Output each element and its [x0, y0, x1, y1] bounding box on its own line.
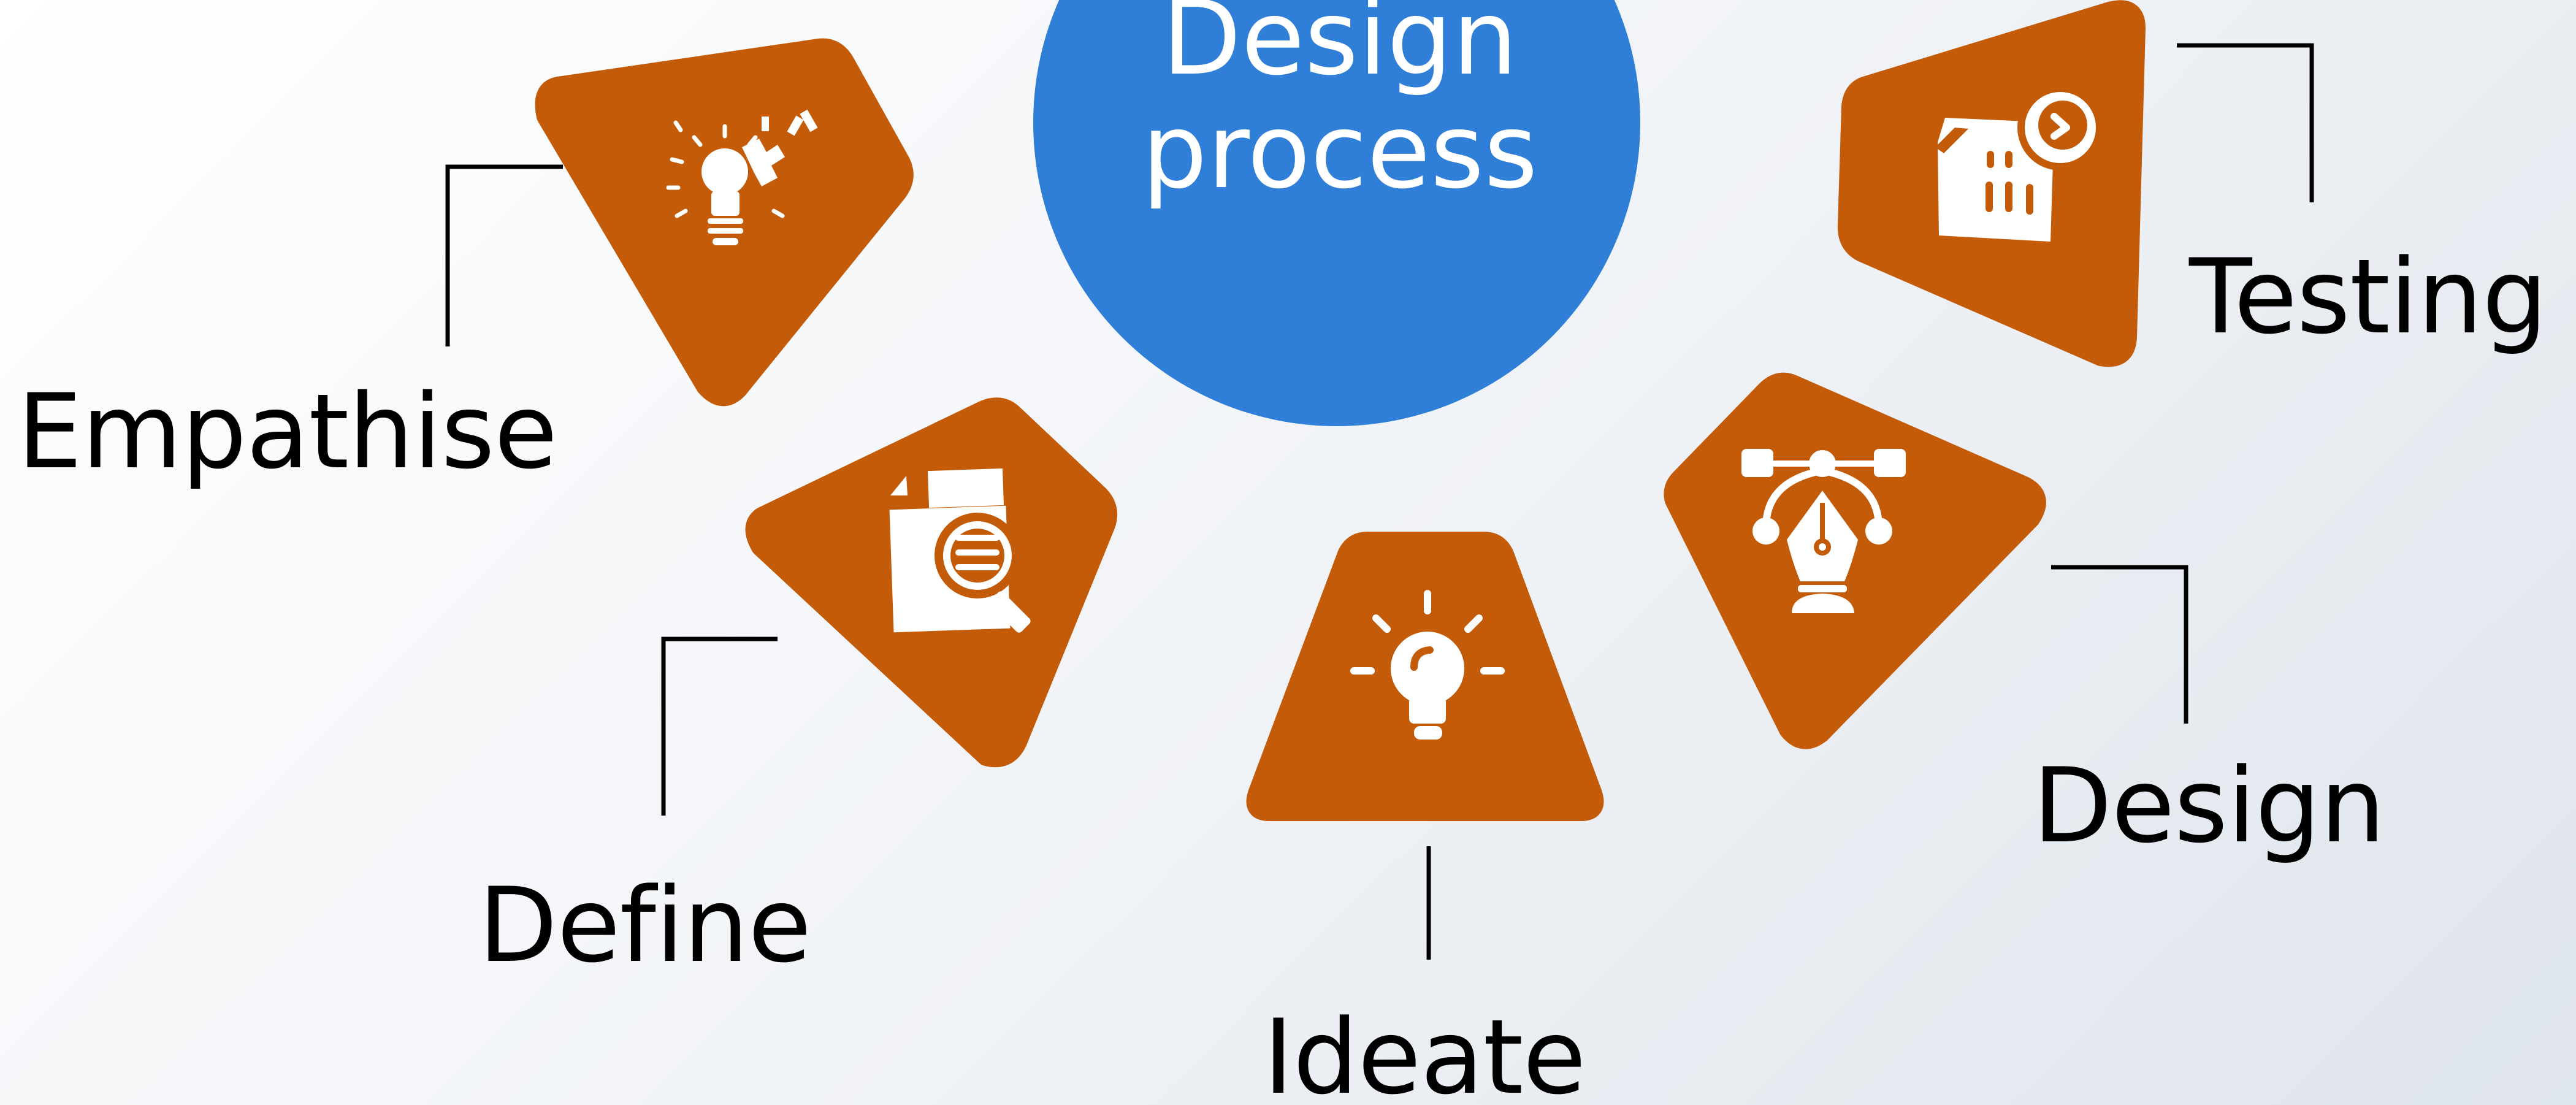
empathise-connector	[445, 164, 563, 346]
design-shape	[1664, 372, 2046, 749]
center-title: Design process	[1036, 0, 1643, 208]
pen-tool-icon	[1741, 449, 1906, 613]
stage-label-testing: Testing	[2189, 237, 2548, 357]
idea-puzzle-icon	[666, 109, 818, 245]
testing-connector	[2177, 43, 2314, 202]
center-title-line1: Design	[1161, 0, 1518, 98]
stage-label-design: Design	[2033, 746, 2385, 866]
define-connector	[661, 637, 778, 816]
document-search-icon	[889, 468, 1031, 633]
center-circle	[1033, 0, 1640, 426]
lightbulb-icon	[1350, 590, 1505, 740]
design-connector	[2051, 565, 2188, 724]
center-title-line2: process	[1142, 91, 1538, 212]
stage-label-ideate: Ideate	[1263, 997, 1586, 1105]
test-clipboard-icon	[1935, 85, 2103, 242]
stage-label-define: Define	[478, 865, 811, 985]
stage-label-empathise: Empathise	[17, 372, 557, 492]
